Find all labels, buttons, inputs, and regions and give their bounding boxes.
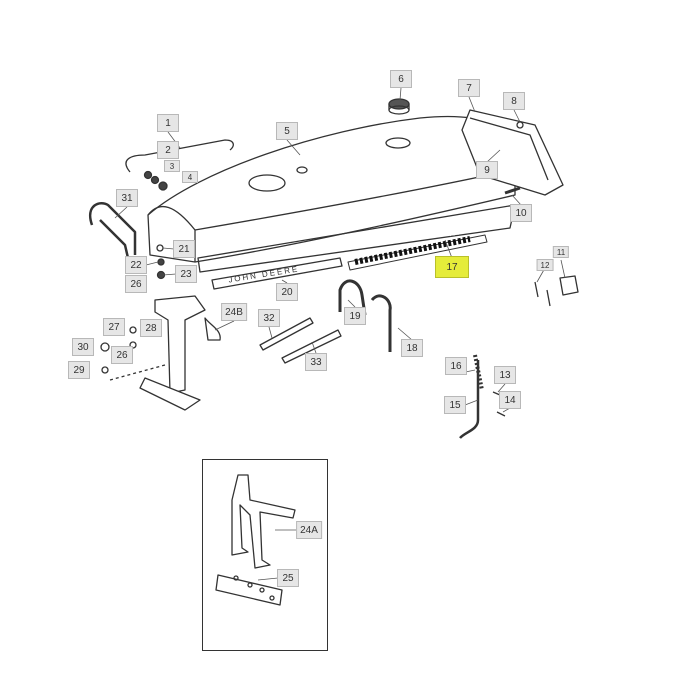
u-bolt-part — [89, 201, 137, 259]
callout-12[interactable]: 12 — [536, 259, 554, 271]
callout-25[interactable]: 25 — [277, 569, 299, 587]
callout-30[interactable]: 30 — [72, 338, 94, 356]
callout-14[interactable]: 14 — [499, 391, 521, 409]
callout-9[interactable]: 9 — [476, 161, 498, 179]
bracket-part — [109, 295, 221, 411]
callout-26[interactable]: 26 — [125, 275, 147, 293]
callout-23[interactable]: 23 — [175, 265, 197, 283]
callout-22[interactable]: 22 — [125, 256, 147, 274]
callout-7[interactable]: 7 — [458, 79, 480, 97]
callout-32[interactable]: 32 — [258, 309, 280, 327]
callout-3[interactable]: 3 — [164, 160, 180, 172]
callout-27[interactable]: 27 — [103, 318, 125, 336]
callout-10[interactable]: 10 — [510, 204, 532, 222]
inset-detail-frame — [202, 459, 328, 651]
callout-29[interactable]: 29 — [68, 361, 90, 379]
callout-2[interactable]: 2 — [157, 141, 179, 159]
callout-24b[interactable]: 24B — [221, 303, 247, 321]
rod-15-part — [459, 360, 480, 439]
inset-bracket-part — [215, 474, 296, 606]
callout-13[interactable]: 13 — [494, 366, 516, 384]
callout-8[interactable]: 8 — [503, 92, 525, 110]
callout-17-highlighted[interactable]: 17 — [435, 256, 469, 278]
rod-part — [125, 139, 234, 173]
callout-20[interactable]: 20 — [276, 283, 298, 301]
model-decal — [347, 234, 488, 271]
callout-26-lower[interactable]: 26 — [111, 346, 133, 364]
callout-18[interactable]: 18 — [401, 339, 423, 357]
callout-16[interactable]: 16 — [445, 357, 467, 375]
hood-part — [147, 115, 518, 273]
callout-24a[interactable]: 24A — [296, 521, 322, 539]
callout-4[interactable]: 4 — [182, 171, 198, 183]
john-deere-decal — [211, 257, 343, 290]
callout-21[interactable]: 21 — [173, 240, 195, 258]
callout-15[interactable]: 15 — [444, 396, 466, 414]
cap-part — [388, 98, 410, 115]
callout-1[interactable]: 1 — [157, 114, 179, 132]
callout-19[interactable]: 19 — [344, 307, 366, 325]
callout-28[interactable]: 28 — [140, 319, 162, 337]
callout-6[interactable]: 6 — [390, 70, 412, 88]
callout-31[interactable]: 31 — [116, 189, 138, 207]
callout-11[interactable]: 11 — [552, 246, 570, 258]
callout-33[interactable]: 33 — [305, 353, 327, 371]
callout-5[interactable]: 5 — [276, 122, 298, 140]
